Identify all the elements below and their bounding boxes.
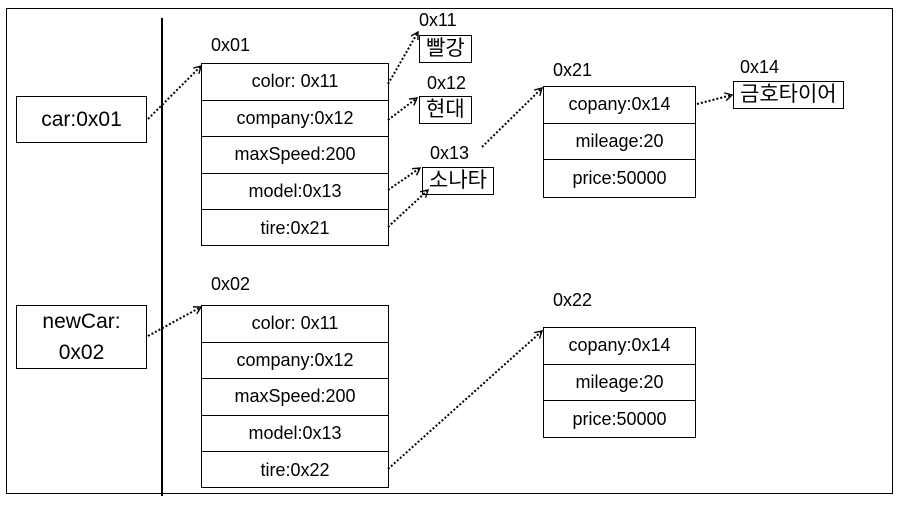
diagram-frame (6, 8, 893, 494)
car-variable-box: car:0x01 (16, 96, 147, 143)
string-color-address: 0x11 (419, 10, 457, 30)
newcar-field-tire: tire:0x22 (260, 460, 330, 481)
newcar-variable-label: newCar: (42, 310, 121, 333)
newcar-field-model: model:0x13 (202, 416, 388, 453)
string-model-address: 0x13 (430, 143, 470, 163)
string-color-box: 빨강 (419, 35, 472, 63)
tire2-object: copany:0x14 mileage:20 price:50000 (543, 327, 696, 438)
string-tire-company-box: 금호타이어 (733, 81, 844, 109)
car-object: color: 0x11 company:0x12 maxSpeed:200 mo… (201, 63, 389, 246)
newcar-variable-box: newCar: 0x02 (16, 305, 147, 369)
newcar-field-color: color: 0x11 (202, 306, 388, 343)
car-field-maxspeed: maxSpeed:200 (202, 137, 388, 174)
string-company-box: 현대 (419, 96, 472, 124)
car-field-color: color: 0x11 (202, 64, 388, 101)
car-field-tire: tire:0x21 (260, 218, 330, 239)
car-field-model: model:0x13 (202, 174, 388, 211)
newcar-object: color: 0x11 company:0x12 maxSpeed:200 mo… (201, 305, 389, 488)
tire1-object: copany:0x14 mileage:20 price:50000 (543, 86, 696, 198)
tire2-object-address: 0x22 (553, 290, 593, 310)
newcar-field-maxspeed: maxSpeed:200 (202, 379, 388, 416)
newcar-field-company: company:0x12 (202, 343, 388, 380)
tire1-object-address: 0x21 (553, 60, 593, 80)
stack-heap-divider (161, 18, 163, 496)
tire1-field-mileage: mileage:20 (544, 124, 695, 161)
car-variable-label: car:0x01 (41, 108, 122, 131)
string-tire-company-address: 0x14 (740, 57, 780, 77)
car-field-company: company:0x12 (202, 101, 388, 138)
tire2-field-mileage: mileage:20 (544, 365, 695, 402)
tire1-field-price: price:50000 (572, 167, 667, 188)
tire2-field-company: copany:0x14 (544, 328, 695, 365)
string-model-box: 소나타 (422, 167, 494, 195)
tire2-field-price: price:50000 (572, 408, 667, 429)
tire1-field-company: copany:0x14 (544, 87, 695, 124)
newcar-variable-address: 0x02 (58, 341, 105, 364)
car-object-address: 0x01 (211, 35, 251, 55)
string-company-address: 0x12 (427, 73, 467, 93)
newcar-object-address: 0x02 (211, 274, 251, 294)
